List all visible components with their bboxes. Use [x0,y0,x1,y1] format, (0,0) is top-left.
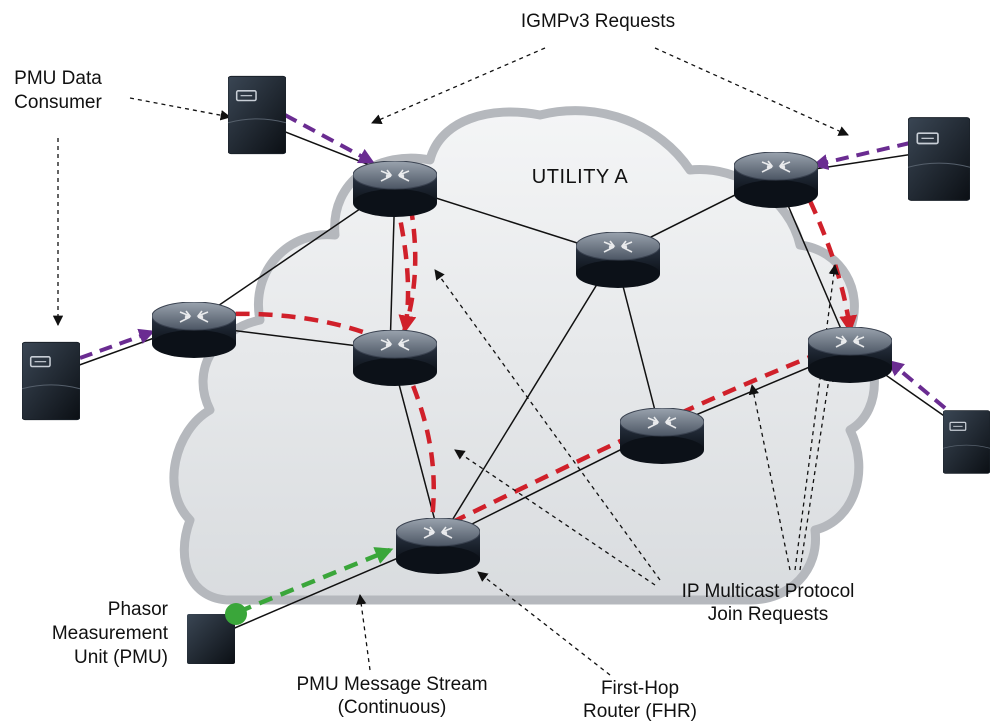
server-icon [22,341,80,421]
router-icon [353,330,437,386]
phasor-label-line2: Measurement [52,623,169,644]
router-icon [620,408,704,464]
annotation-arrows [52,47,849,676]
router-icon [808,327,892,383]
phasor-label-line1: Phasor [108,599,169,620]
fhr-label-line2: Router (FHR) [583,701,697,722]
server-icon [943,409,990,475]
router-icon [353,161,437,217]
phasor-label-line3: Unit (PMU) [74,647,168,668]
stream-label-line2: (Continuous) [338,697,447,718]
server-icon [908,117,970,201]
router-icon [576,232,660,288]
pmu-consumer-label-line1: PMU Data [14,68,102,89]
router-icon [396,518,480,574]
igmp-label: IGMPv3 Requests [521,11,675,32]
router-icon [152,302,236,358]
cloud-icon [169,106,879,605]
igmp-request-arrows [79,113,947,410]
fhr-label-line1: First-Hop [601,678,679,699]
pmu-stream-arrow [237,547,394,615]
join-label-line2: Join Requests [708,604,828,625]
pmu-consumer-label-line2: Consumer [14,92,102,113]
cloud-title: UTILITY A [532,166,629,188]
pmu-device-icon [187,603,247,664]
join-label-line1: IP Multicast Protocol [682,581,855,602]
server-icon [228,75,286,155]
router-icon [734,152,818,208]
stream-label-line1: PMU Message Stream [296,674,487,695]
